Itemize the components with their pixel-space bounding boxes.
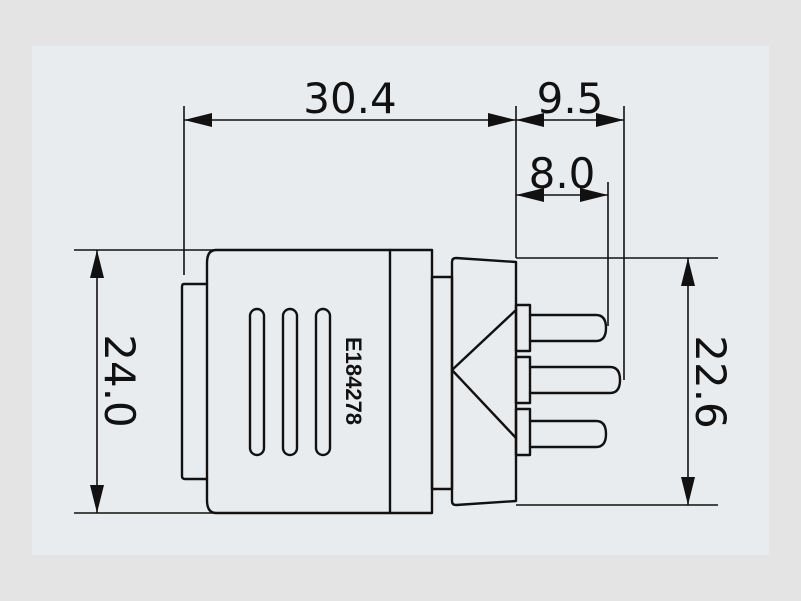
- connector-part: E184278: [180, 248, 622, 515]
- pin-top: [514, 303, 608, 353]
- pin-shaft: [528, 365, 622, 395]
- vent-slot: [281, 307, 299, 457]
- drawing-panel: [32, 46, 769, 555]
- arrow-head: [681, 477, 695, 505]
- dimension-label: 8.0: [529, 149, 596, 198]
- pin-middle: [514, 355, 622, 405]
- pin-shaft: [528, 313, 608, 343]
- arrow-head: [488, 113, 516, 127]
- pin-shaft: [528, 419, 608, 449]
- vent-slot: [248, 307, 266, 457]
- dimension-pin-length: 8.0: [516, 149, 609, 326]
- arrow-head: [580, 188, 608, 202]
- dimension-front-height: 22.6: [516, 257, 735, 506]
- arrow-head: [184, 113, 212, 127]
- dimension-overall-length: 30.4: [183, 74, 516, 275]
- arrow-head: [516, 113, 544, 127]
- pin-base: [514, 355, 532, 405]
- arrow-head: [516, 188, 544, 202]
- front-housing: [450, 256, 518, 507]
- dimension-label: 22.6: [686, 335, 735, 429]
- pin-base: [514, 407, 532, 457]
- dimension-label: 30.4: [303, 74, 397, 123]
- dimension-body-height: 24.0: [74, 249, 216, 514]
- dimension-pin-extension: 9.5: [515, 74, 625, 380]
- pin-bottom: [514, 407, 608, 457]
- arrow-head: [90, 250, 104, 278]
- arrow-head: [681, 258, 695, 286]
- dimension-label: 9.5: [537, 74, 604, 123]
- arrow-head: [90, 485, 104, 513]
- arrow-head: [596, 113, 624, 127]
- certification-mark: E184278: [341, 337, 366, 425]
- housing-chamfer: [450, 308, 518, 440]
- vent-slot: [314, 307, 332, 457]
- rear-cap: [180, 282, 209, 481]
- dimension-label: 24.0: [95, 334, 144, 428]
- pin-base: [514, 303, 532, 353]
